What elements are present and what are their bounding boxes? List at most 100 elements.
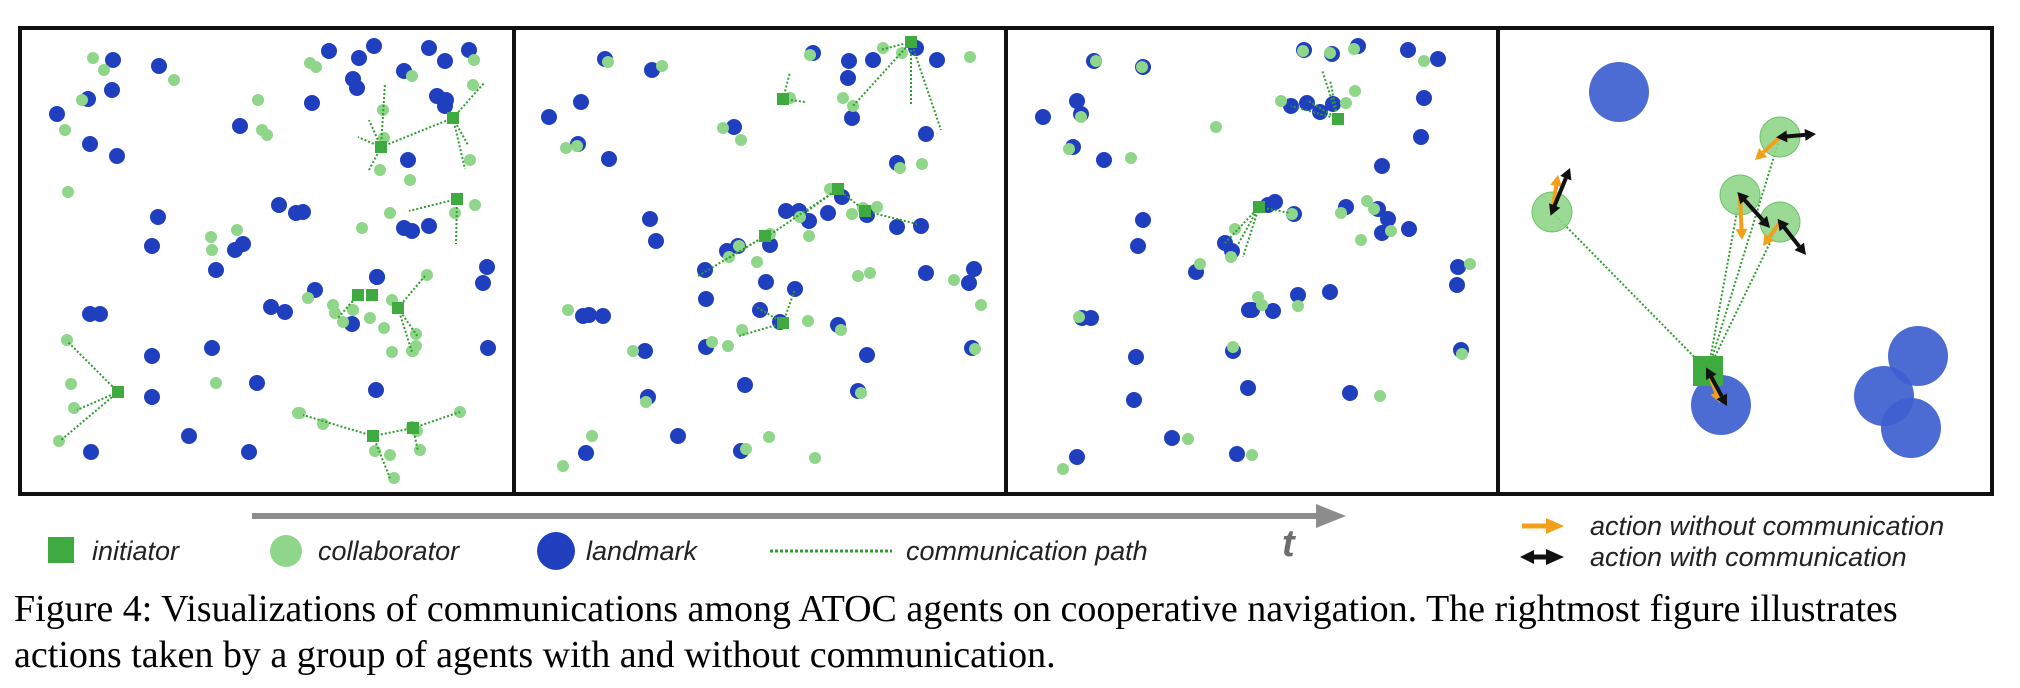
collaborator-dot bbox=[847, 100, 859, 112]
action-with-communication-arrow-tail bbox=[1776, 130, 1788, 143]
orange-arrow-legend-icon bbox=[1522, 518, 1564, 534]
landmark-dot bbox=[144, 348, 160, 364]
collaborator-dot bbox=[378, 322, 390, 334]
collaborator-dot bbox=[1182, 433, 1194, 445]
communication-path bbox=[910, 41, 942, 131]
landmark-dot bbox=[144, 238, 160, 254]
action-with-communication-arrow-head bbox=[1716, 393, 1728, 406]
collaborator-dot bbox=[733, 240, 745, 252]
landmark-dot bbox=[1299, 95, 1315, 111]
landmark-dot bbox=[820, 205, 836, 221]
collaborator-dot bbox=[406, 70, 418, 82]
time-label: t bbox=[1282, 523, 1296, 565]
collaborator-dot bbox=[347, 304, 359, 316]
communication-path bbox=[805, 188, 839, 213]
collaborator-dot bbox=[1229, 223, 1241, 235]
collaborator-dot bbox=[763, 431, 775, 443]
initiator-square bbox=[905, 36, 917, 48]
communication-path bbox=[380, 82, 386, 148]
landmark-dot bbox=[670, 428, 686, 444]
collaborator-dot bbox=[384, 207, 396, 219]
collaborator-dot bbox=[62, 186, 74, 198]
landmark-dot bbox=[541, 109, 557, 125]
collaborator-dot bbox=[602, 56, 614, 68]
collaborator-dot bbox=[1075, 111, 1087, 123]
landmark-dot bbox=[929, 52, 945, 68]
initiator-square bbox=[832, 183, 844, 195]
collaborator-dot bbox=[310, 61, 322, 73]
initiator-square bbox=[859, 205, 871, 217]
landmark-dot bbox=[1322, 284, 1338, 300]
collaborator-dot bbox=[656, 60, 668, 72]
landmark-dot bbox=[1325, 96, 1341, 112]
initiator-legend-label: initiator bbox=[92, 536, 180, 566]
landmark-dot bbox=[1244, 302, 1260, 318]
collaborator-dot bbox=[969, 343, 981, 355]
collaborator-dot bbox=[252, 94, 264, 106]
collaborator-dot bbox=[1194, 258, 1206, 270]
landmark-dot bbox=[961, 275, 977, 291]
landmark-dot bbox=[277, 304, 293, 320]
initiator-square bbox=[777, 93, 789, 105]
initiator-square bbox=[352, 289, 364, 301]
collaborator-dot bbox=[1090, 55, 1102, 67]
collaborator-dot bbox=[59, 124, 71, 136]
landmark-dot bbox=[726, 119, 742, 135]
landmark-dot bbox=[480, 340, 496, 356]
collaborator-dot bbox=[627, 345, 639, 357]
collaborator-dot bbox=[735, 134, 747, 146]
landmark-dot bbox=[366, 38, 382, 54]
landmark-dot bbox=[840, 70, 856, 86]
collaborator-dot bbox=[65, 378, 77, 390]
black-arrow-legend-icon bbox=[1520, 549, 1564, 565]
initiator-square bbox=[392, 302, 404, 314]
landmark-dot bbox=[1135, 212, 1151, 228]
collaborator-dot bbox=[292, 407, 304, 419]
action-with-communication-arrow-head bbox=[1804, 128, 1816, 141]
landmark-legend-label: landmark bbox=[586, 536, 699, 566]
communication-path bbox=[455, 198, 458, 245]
landmark-dot bbox=[844, 110, 860, 126]
landmark-dot bbox=[105, 52, 121, 68]
collaborator-dot bbox=[464, 154, 476, 166]
landmark-dot bbox=[400, 152, 416, 168]
landmark-dot bbox=[104, 82, 120, 98]
collaborator-dot bbox=[948, 274, 960, 286]
collaborator-dot bbox=[386, 346, 398, 358]
landmark-dot bbox=[1240, 380, 1256, 396]
collaborator-dot bbox=[384, 449, 396, 461]
landmark-dot bbox=[648, 233, 664, 249]
landmark-dot bbox=[1069, 93, 1085, 109]
collaborator-dot bbox=[364, 312, 376, 324]
landmark-dot bbox=[204, 340, 220, 356]
collaborator-dot bbox=[61, 334, 73, 346]
communication-path bbox=[864, 210, 918, 225]
collaborator-dot bbox=[964, 51, 976, 63]
collaborator-dot bbox=[1063, 143, 1075, 155]
landmark-dot bbox=[368, 382, 384, 398]
collaborator-dot bbox=[1456, 348, 1468, 360]
collaborator-dot bbox=[835, 324, 847, 336]
landmark-dot bbox=[1342, 385, 1358, 401]
communication-path bbox=[372, 427, 414, 437]
collaborator-dot bbox=[374, 164, 386, 176]
communication-path bbox=[302, 414, 374, 437]
collaborator-dot bbox=[562, 304, 574, 316]
action-with-communication-arrow-tail bbox=[1737, 192, 1750, 205]
collaborator-dot bbox=[1057, 463, 1069, 475]
initiator-square bbox=[777, 317, 789, 329]
landmark-dot bbox=[573, 94, 589, 110]
collaborator-dot bbox=[467, 79, 479, 91]
landmark-dot bbox=[1164, 430, 1180, 446]
action-with-communication-arrow-tail bbox=[1549, 203, 1561, 216]
collaborator-dot bbox=[469, 199, 481, 211]
landmark-dot bbox=[601, 151, 617, 167]
collaborator-dot bbox=[571, 140, 583, 152]
panel-3 bbox=[1035, 38, 1476, 475]
landmark-dot bbox=[235, 236, 251, 252]
landmark-dot bbox=[859, 347, 875, 363]
collaborator-dot bbox=[1349, 85, 1361, 97]
landmark-dot bbox=[1881, 398, 1941, 458]
landmark-dot bbox=[83, 444, 99, 460]
